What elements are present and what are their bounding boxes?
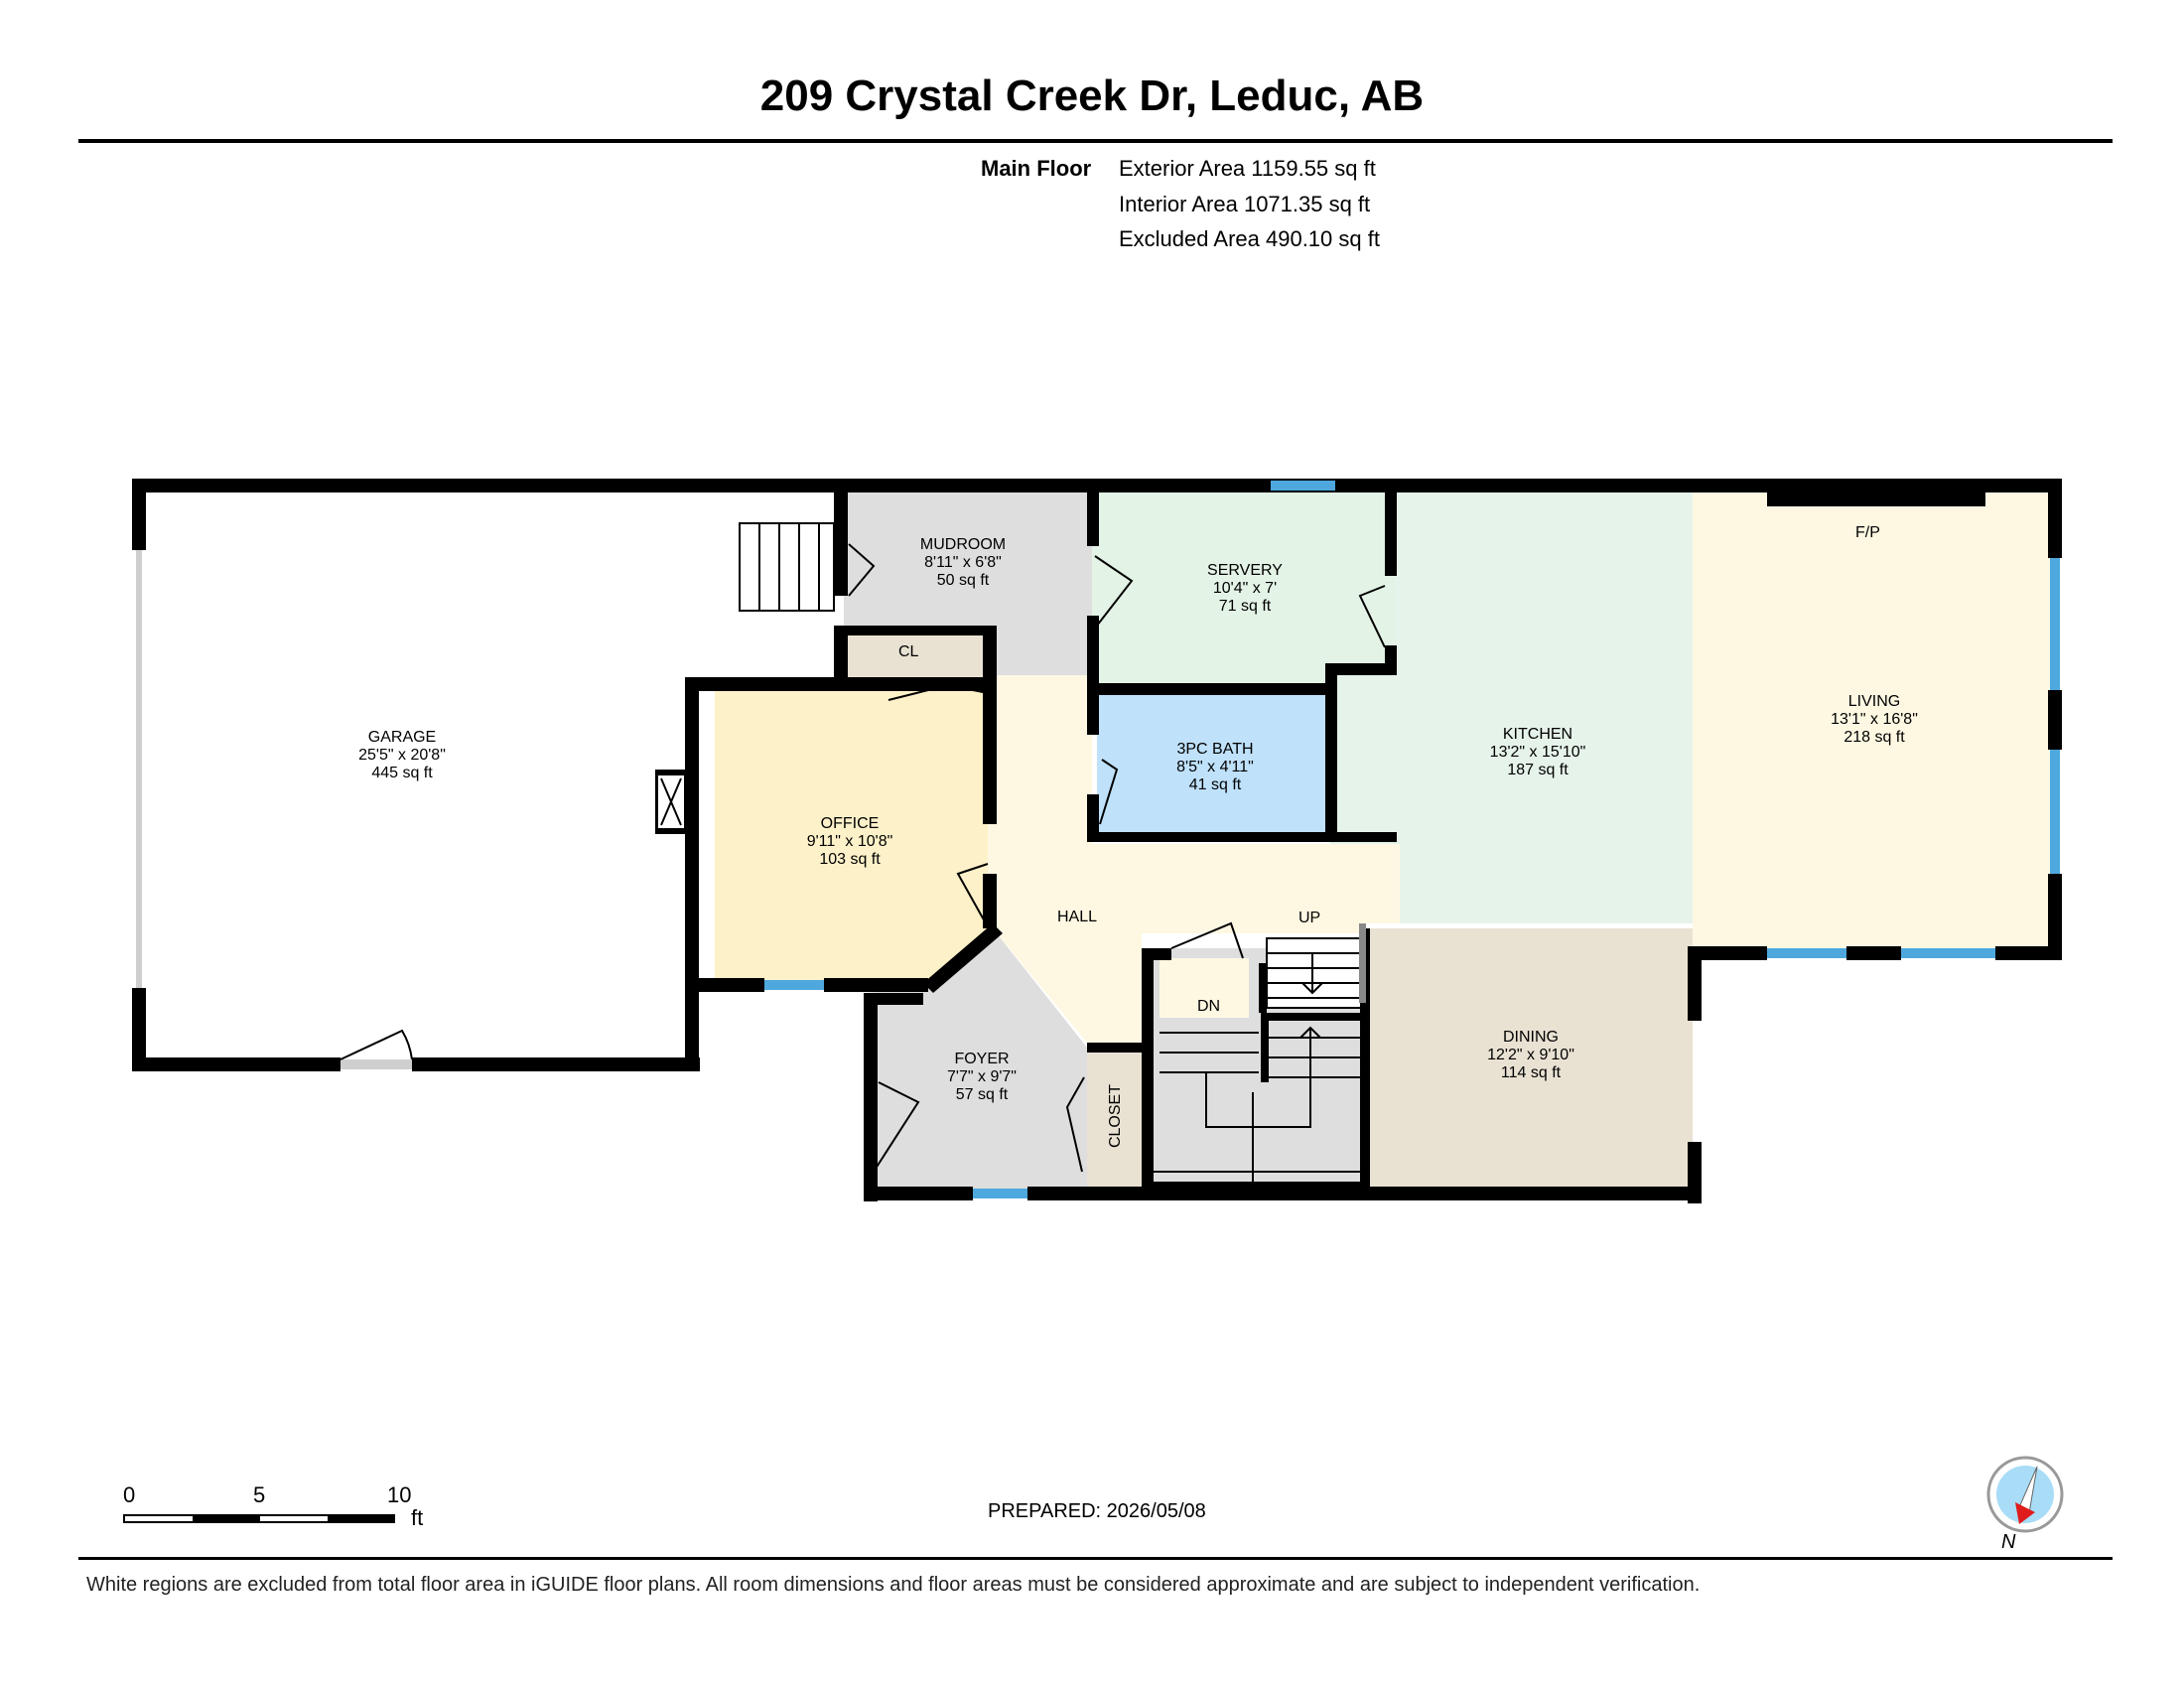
- fireplace-x: [660, 777, 682, 826]
- stair-rail: [1359, 923, 1366, 1003]
- garage-area: 445 sq ft: [371, 765, 433, 781]
- foyer-dims: 7'7" x 9'7": [947, 1068, 1017, 1085]
- scale-five: 5: [253, 1482, 266, 1507]
- garage-dims: 25'5" x 20'8": [358, 747, 446, 764]
- floor-label: Main Floor: [981, 156, 1092, 181]
- foyer-label: FOYER 7'7" x 9'7" 57 sq ft: [907, 1051, 1056, 1104]
- scale-seg-1: [193, 1516, 260, 1521]
- mudroom-dims: 8'11" x 6'8": [924, 554, 1002, 571]
- bath-name: 3PC BATH: [1176, 741, 1254, 758]
- stairs: [1154, 937, 1362, 1182]
- hall-fill: [988, 675, 1400, 1043]
- office-fill: [715, 690, 988, 988]
- closet-label: CLOSET: [1107, 1084, 1124, 1149]
- door-swings: [848, 543, 1386, 1173]
- garage-door-opening: [136, 550, 142, 988]
- foyer-name: FOYER: [954, 1051, 1010, 1067]
- servery-fill: [1092, 487, 1395, 685]
- living-name: LIVING: [1847, 693, 1901, 710]
- office-area: 103 sq ft: [819, 851, 881, 868]
- scale-ten: 10: [387, 1482, 412, 1507]
- office-label: OFFICE 9'11" x 10'8" 103 sq ft: [775, 815, 924, 869]
- servery-name: SERVERY: [1207, 562, 1283, 579]
- foyer-area: 57 sq ft: [955, 1086, 1009, 1103]
- servery-dims: 10'4" x 7': [1212, 580, 1278, 597]
- excluded-area: Excluded Area 490.10 sq ft: [1119, 226, 1380, 251]
- servery-label: SERVERY 10'4" x 7' 71 sq ft: [1170, 562, 1319, 616]
- bath-fill: [1097, 695, 1325, 834]
- garage-name: GARAGE: [367, 729, 437, 746]
- scale-zero: 0: [123, 1482, 136, 1507]
- cl-fill: [844, 635, 988, 685]
- bath-area: 41 sq ft: [1188, 776, 1242, 793]
- mudroom-label: MUDROOM 8'11" x 6'8" 50 sq ft: [888, 536, 1037, 590]
- dining-fill: [1365, 928, 1693, 1192]
- cl-label: CL: [898, 643, 919, 660]
- living-label: LIVING 13'1" x 16'8" 218 sq ft: [1800, 693, 1949, 747]
- garage-steps: [739, 522, 835, 612]
- living-fill: [1693, 487, 2055, 953]
- kitchen-label: KITCHEN 13'2" x 15'10" 187 sq ft: [1463, 726, 1612, 779]
- kitchen-dims: 13'2" x 15'10": [1489, 744, 1586, 761]
- garage-entry-door: [341, 1059, 412, 1069]
- dining-dims: 12'2" x 9'10": [1487, 1047, 1574, 1063]
- walls: [132, 479, 2062, 1203]
- garage-door-swing: [340, 1029, 413, 1060]
- kitchen-fill: [1330, 487, 1693, 923]
- windows: [764, 481, 2060, 1198]
- office-dims: 9'11" x 10'8": [806, 833, 893, 850]
- fp-label: F/P: [1855, 524, 1880, 541]
- stair-landing: [1160, 958, 1249, 1018]
- kitchen-name: KITCHEN: [1502, 726, 1573, 743]
- hall-label: HALL: [1057, 909, 1098, 925]
- interior-area: Interior Area 1071.35 sq ft: [1119, 192, 1371, 216]
- office-name: OFFICE: [820, 815, 880, 832]
- garage-label: GARAGE 25'5" x 20'8" 445 sq ft: [328, 729, 477, 782]
- bath-label: 3PC BATH 8'5" x 4'11" 41 sq ft: [1141, 741, 1290, 794]
- kitchen-area: 187 sq ft: [1507, 762, 1569, 778]
- title-divider: [78, 139, 2113, 143]
- mudroom-name: MUDROOM: [919, 536, 1007, 553]
- living-area: 218 sq ft: [1843, 729, 1905, 746]
- dining-name: DINING: [1503, 1029, 1559, 1046]
- dining-label: DINING 12'2" x 9'10" 114 sq ft: [1456, 1029, 1605, 1082]
- living-dims: 13'1" x 16'8": [1831, 711, 1918, 728]
- servery-area: 71 sq ft: [1218, 598, 1272, 615]
- scale-unit: ft: [411, 1505, 424, 1530]
- mudroom-area: 50 sq ft: [936, 572, 990, 589]
- page-title: 209 Crystal Creek Dr, Leduc, AB: [759, 71, 1425, 120]
- prepared-date: PREPARED: 2026/05/08: [988, 1500, 1206, 1522]
- bath-dims: 8'5" x 4'11": [1176, 759, 1254, 775]
- compass-north-label: N: [2001, 1531, 2016, 1553]
- disclaimer-text: White regions are excluded from total fl…: [86, 1574, 1701, 1596]
- dn-label: DN: [1197, 998, 1221, 1015]
- scale-seg-2: [328, 1516, 395, 1521]
- exterior-area: Exterior Area 1159.55 sq ft: [1119, 156, 1376, 181]
- scale-bar: [123, 1514, 395, 1523]
- footer-divider: [78, 1557, 2113, 1560]
- closet-fill: [1087, 1048, 1142, 1192]
- compass-icon: [1986, 1456, 2064, 1533]
- dining-area: 114 sq ft: [1500, 1064, 1562, 1081]
- up-label: UP: [1298, 910, 1321, 926]
